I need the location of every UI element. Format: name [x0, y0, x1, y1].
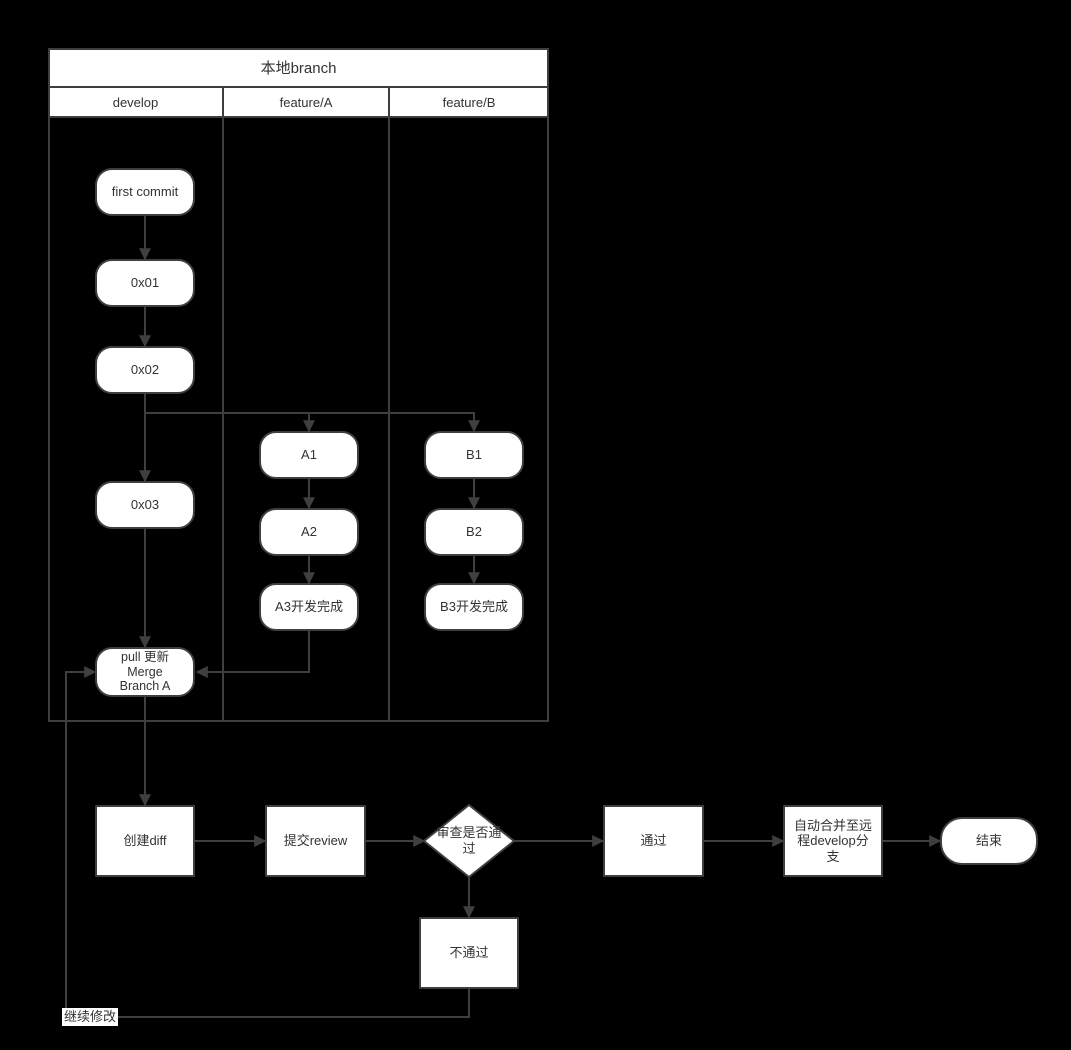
node-end: 结束	[940, 817, 1038, 865]
table-header-row	[48, 86, 549, 118]
lane-header-develop: develop	[112, 94, 159, 110]
node-auto-merge-remote-develop: 自动合并至远 程develop分 支	[783, 805, 883, 877]
table-outline	[48, 48, 549, 722]
branch-table-grid	[48, 48, 549, 722]
table-title: 本地branch	[260, 60, 337, 77]
node-a2: A2	[259, 508, 359, 556]
decision-diamond-shape	[422, 803, 516, 879]
edge-a3-pull	[195, 631, 310, 678]
node-b1: B1	[424, 431, 524, 479]
edge-label-continue-fix: 继续修改	[62, 1008, 119, 1026]
lane-header-feature-b: feature/B	[442, 94, 496, 110]
lane-header-feature-a: feature/A	[279, 94, 333, 110]
node-0x01: 0x01	[95, 259, 195, 307]
node-pull-merge-branch-a: pull 更新 Merge Branch A	[95, 647, 195, 697]
node-create-diff: 创建diff	[95, 805, 195, 877]
decision-review-pass-label: 审查是否通 过	[436, 824, 502, 856]
node-a3-dev-done: A3开发完成	[259, 583, 359, 631]
node-b2: B2	[424, 508, 524, 556]
node-0x02: 0x02	[95, 346, 195, 394]
edge-0x02-b1	[145, 412, 480, 433]
node-b3-dev-done: B3开发完成	[424, 583, 524, 631]
node-submit-review: 提交review	[265, 805, 366, 877]
node-pass: 通过	[603, 805, 704, 877]
node-a1: A1	[259, 431, 359, 479]
node-first-commit: first commit	[95, 168, 195, 216]
node-0x03: 0x03	[95, 481, 195, 529]
node-fail: 不通过	[419, 917, 519, 989]
